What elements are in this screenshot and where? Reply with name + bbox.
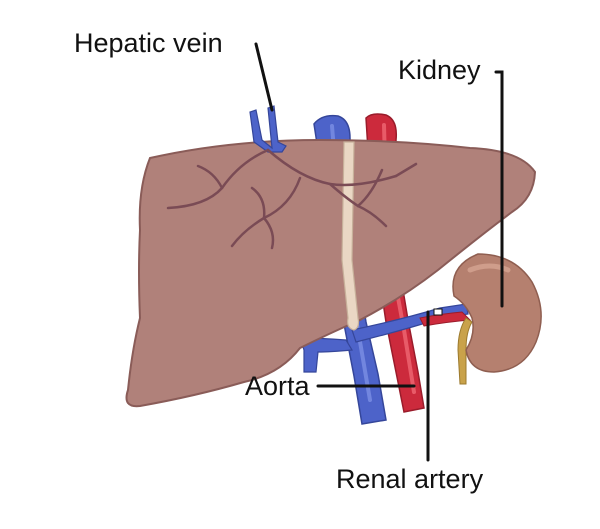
kidney-label: Kidney bbox=[398, 55, 481, 85]
hepatic-vein-trunk bbox=[249, 105, 287, 153]
hepatic-vein-label: Hepatic vein bbox=[74, 28, 223, 58]
kidney bbox=[452, 253, 542, 373]
hepatic-vein-branches bbox=[166, 148, 418, 250]
renal-artery-marker bbox=[433, 308, 443, 316]
aorta-label: Aorta bbox=[245, 371, 311, 401]
ureter bbox=[457, 317, 473, 385]
hepatic-vein-leader bbox=[254, 42, 274, 112]
kidney-highlight bbox=[467, 263, 511, 273]
kidney-leader bbox=[494, 70, 504, 308]
renal-artery-vessel bbox=[419, 311, 472, 327]
falciform-ligament bbox=[341, 141, 360, 331]
renal-artery-label: Renal artery bbox=[336, 464, 484, 494]
